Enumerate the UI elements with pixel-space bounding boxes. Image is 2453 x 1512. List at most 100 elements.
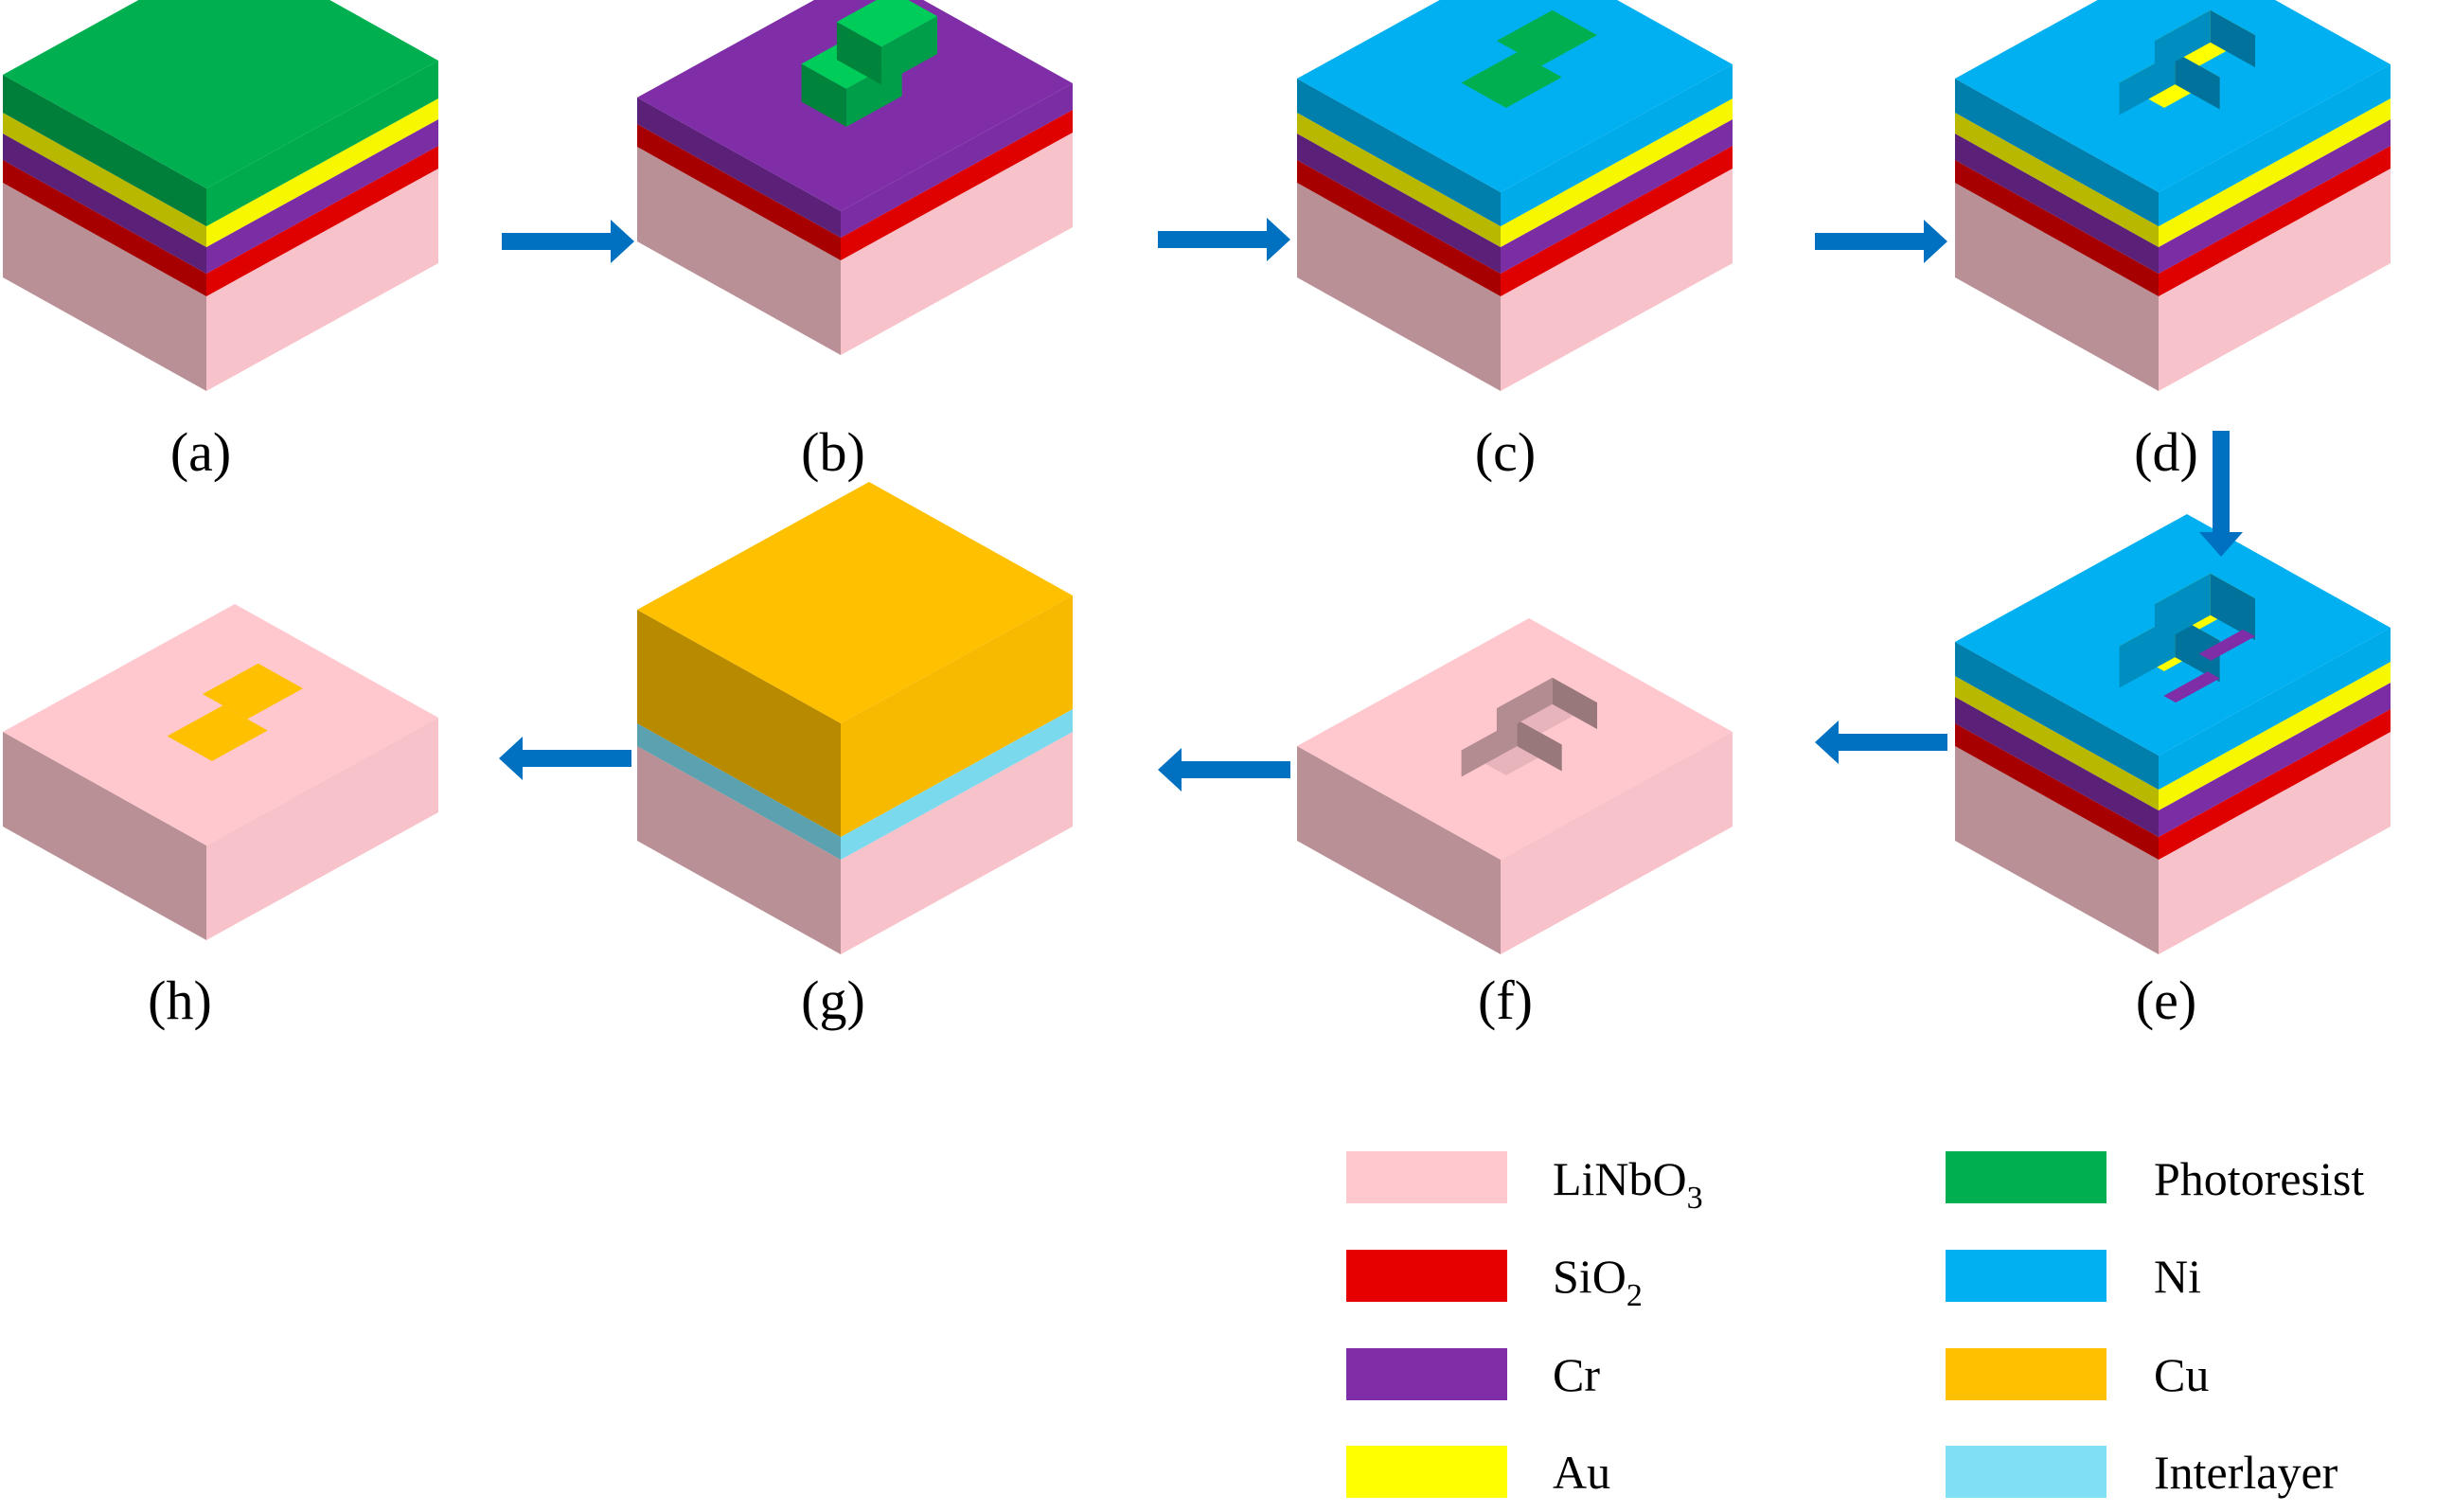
copper-pad-0 bbox=[167, 705, 268, 761]
hole-wall-back-1 bbox=[2154, 573, 2211, 647]
panel-label-a: (a) bbox=[170, 421, 231, 483]
layer-au-right-face bbox=[206, 98, 438, 247]
inset-resist-0 bbox=[1461, 52, 1562, 108]
panel-c bbox=[1297, 0, 1733, 391]
legend-swatch-interlayer bbox=[1946, 1446, 2106, 1498]
layer-ni-right-face bbox=[1501, 64, 1733, 226]
hole-wall-side-1 bbox=[2210, 573, 2255, 641]
legend-swatch-ni bbox=[1946, 1250, 2106, 1302]
arrow-b-to-c bbox=[1158, 218, 1290, 261]
trench-wall-back-0 bbox=[1461, 720, 1518, 777]
panel-label-f: (f) bbox=[1478, 969, 1533, 1031]
hole-wall-side-0 bbox=[2175, 615, 2220, 683]
layer-sio2-right-face bbox=[2159, 146, 2391, 296]
layer-sio2-left-face bbox=[1955, 160, 2159, 296]
layer-cr-right-face bbox=[2159, 683, 2391, 837]
layer-ni-right-face bbox=[2159, 628, 2391, 790]
panel-e bbox=[1955, 514, 2391, 954]
layer-au-left-face bbox=[3, 113, 206, 247]
layer-au-left-face bbox=[1955, 113, 2159, 247]
legend-label-linbo3: LiNbO3 bbox=[1553, 1152, 1703, 1216]
panel-label-g: (g) bbox=[801, 969, 865, 1031]
legend-swatch-linbo3 bbox=[1346, 1151, 1507, 1203]
layer-sio2-right-face bbox=[206, 146, 438, 296]
legend-swatch-au bbox=[1346, 1446, 1507, 1498]
layer-ni-left-face bbox=[1955, 642, 2159, 790]
legend-item-photoresist: Photoresist bbox=[1946, 1151, 2364, 1205]
resist-block-left-0 bbox=[801, 63, 846, 127]
layer-cu-right-face bbox=[841, 596, 1073, 837]
panel-label-d: (d) bbox=[2134, 421, 2198, 483]
layer-ni-left-face bbox=[1297, 79, 1501, 226]
layer-cr-right-face bbox=[841, 83, 1073, 238]
inset-resist-1 bbox=[1496, 9, 1597, 66]
layer-cu-left-face bbox=[637, 610, 841, 837]
legend-label-cu: Cu bbox=[2154, 1348, 2209, 1401]
hole-cr-edge-0 bbox=[2163, 671, 2220, 703]
layer-sio2-right-face bbox=[2159, 709, 2391, 860]
layer-ni-right-face bbox=[2159, 64, 2391, 226]
legend-swatch-photoresist bbox=[1946, 1151, 2106, 1203]
panel-label-h: (h) bbox=[148, 969, 212, 1031]
arrow-g-to-h bbox=[499, 737, 631, 780]
layer-sio2-left-face bbox=[1297, 160, 1501, 296]
layer-photoresist-top-face bbox=[3, 0, 438, 188]
process-step-panels bbox=[3, 0, 2391, 954]
layer-interlayer-left-face bbox=[637, 723, 841, 860]
legend-item-ni: Ni bbox=[1946, 1250, 2201, 1303]
layer-linbo3-left-face bbox=[1297, 746, 1501, 954]
layer-linbo3-left-face bbox=[1955, 183, 2159, 391]
process-flow-arrows bbox=[499, 218, 2243, 792]
legend-swatch-cr bbox=[1346, 1348, 1507, 1400]
panel-d bbox=[1955, 0, 2391, 391]
copper-pad-1 bbox=[202, 663, 303, 720]
resist-block-front-1 bbox=[881, 16, 937, 85]
layer-sio2-left-face bbox=[1955, 723, 2159, 860]
legend-label-photoresist: Photoresist bbox=[2154, 1152, 2364, 1205]
layer-linbo3-right-face bbox=[206, 169, 438, 391]
panel-f bbox=[1297, 618, 1733, 954]
arrow-c-to-d bbox=[1815, 220, 1947, 263]
layer-linbo3-right-face bbox=[206, 718, 438, 940]
layer-linbo3-right-face bbox=[1501, 732, 1733, 954]
layer-linbo3-right-face bbox=[841, 732, 1073, 954]
panel-a bbox=[3, 0, 438, 391]
hole-wall-side-0 bbox=[2175, 52, 2220, 110]
layer-cr-right-face bbox=[1501, 119, 1733, 274]
panel-label-c: (c) bbox=[1475, 421, 1536, 483]
trench-wall-side-0 bbox=[1517, 720, 1562, 772]
legend-label-interlayer: Interlayer bbox=[2154, 1446, 2338, 1499]
legend-label-au: Au bbox=[1553, 1446, 1610, 1499]
layer-sio2-left-face bbox=[3, 160, 206, 296]
layer-linbo3-right-face bbox=[2159, 169, 2391, 391]
layer-sio2-right-face bbox=[1501, 146, 1733, 296]
layer-ni-left-face bbox=[1955, 79, 2159, 226]
trench-wall-back-1 bbox=[1496, 677, 1553, 736]
layer-cr-left-face bbox=[637, 98, 841, 238]
legend-label-cr: Cr bbox=[1553, 1348, 1600, 1401]
layer-sio2-left-face bbox=[637, 124, 841, 260]
legend-item-interlayer: Interlayer bbox=[1946, 1446, 2338, 1499]
legend-item-sio2: SiO2 bbox=[1346, 1250, 1643, 1313]
layer-photoresist-left-face bbox=[3, 75, 206, 226]
hole-cr-edge-1 bbox=[2198, 629, 2255, 661]
arrow-a-to-b bbox=[502, 220, 634, 263]
panel-h bbox=[3, 604, 438, 940]
legend-label-sio2: SiO2 bbox=[1553, 1250, 1643, 1313]
layer-au-right-face bbox=[2159, 98, 2391, 247]
panel-g bbox=[637, 482, 1073, 954]
panel-label-e: (e) bbox=[2136, 969, 2196, 1031]
layer-linbo3-left-face bbox=[637, 746, 841, 954]
hole-wall-back-1 bbox=[2154, 9, 2211, 74]
layer-linbo3-left-face bbox=[1297, 183, 1501, 391]
layer-linbo3-left-face bbox=[1955, 746, 2159, 954]
legend-swatch-cu bbox=[1946, 1348, 2106, 1400]
legend-swatch-sio2 bbox=[1346, 1250, 1507, 1302]
layer-au-right-face bbox=[1501, 98, 1733, 247]
panel-labels: (a) (b) (c) (d) (e) (f) (g) (h) bbox=[148, 421, 2198, 1031]
panel-b bbox=[637, 0, 1073, 355]
arrow-d-to-e bbox=[2199, 431, 2243, 557]
layer-linbo3-left-face bbox=[3, 732, 206, 940]
arrow-f-to-g bbox=[1158, 748, 1290, 792]
